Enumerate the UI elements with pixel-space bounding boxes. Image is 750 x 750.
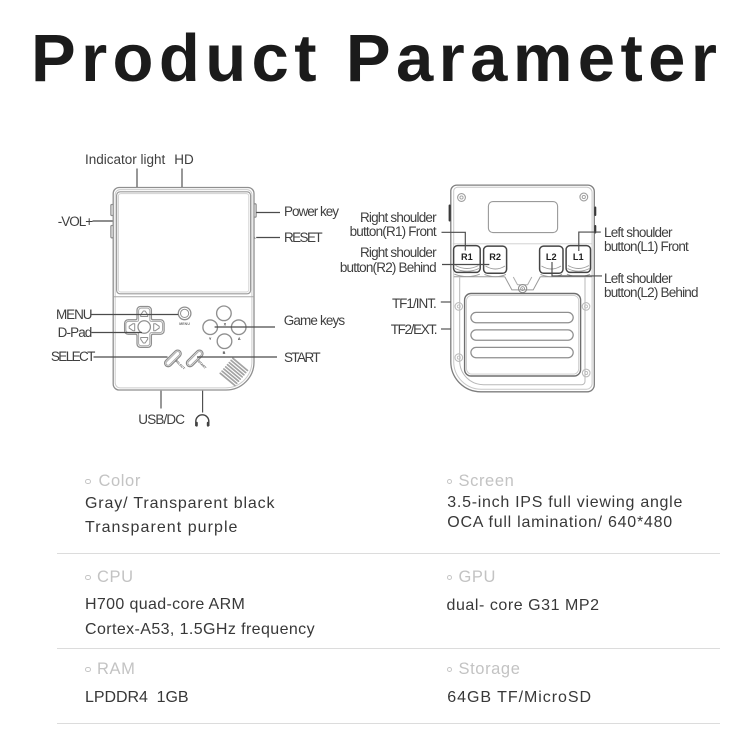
svg-text:X: X bbox=[224, 322, 227, 326]
svg-text:R1: R1 bbox=[461, 252, 473, 262]
svg-text:Y: Y bbox=[209, 337, 212, 341]
svg-text:R2: R2 bbox=[489, 252, 501, 262]
svg-text:SELECT: SELECT bbox=[174, 359, 186, 371]
svg-text:L2: L2 bbox=[546, 252, 557, 262]
svg-text:MENU: MENU bbox=[179, 322, 190, 326]
svg-text:A: A bbox=[238, 337, 241, 341]
svg-text:B: B bbox=[223, 351, 226, 355]
svg-text:L1: L1 bbox=[573, 252, 584, 262]
svg-text:START: START bbox=[197, 360, 207, 370]
